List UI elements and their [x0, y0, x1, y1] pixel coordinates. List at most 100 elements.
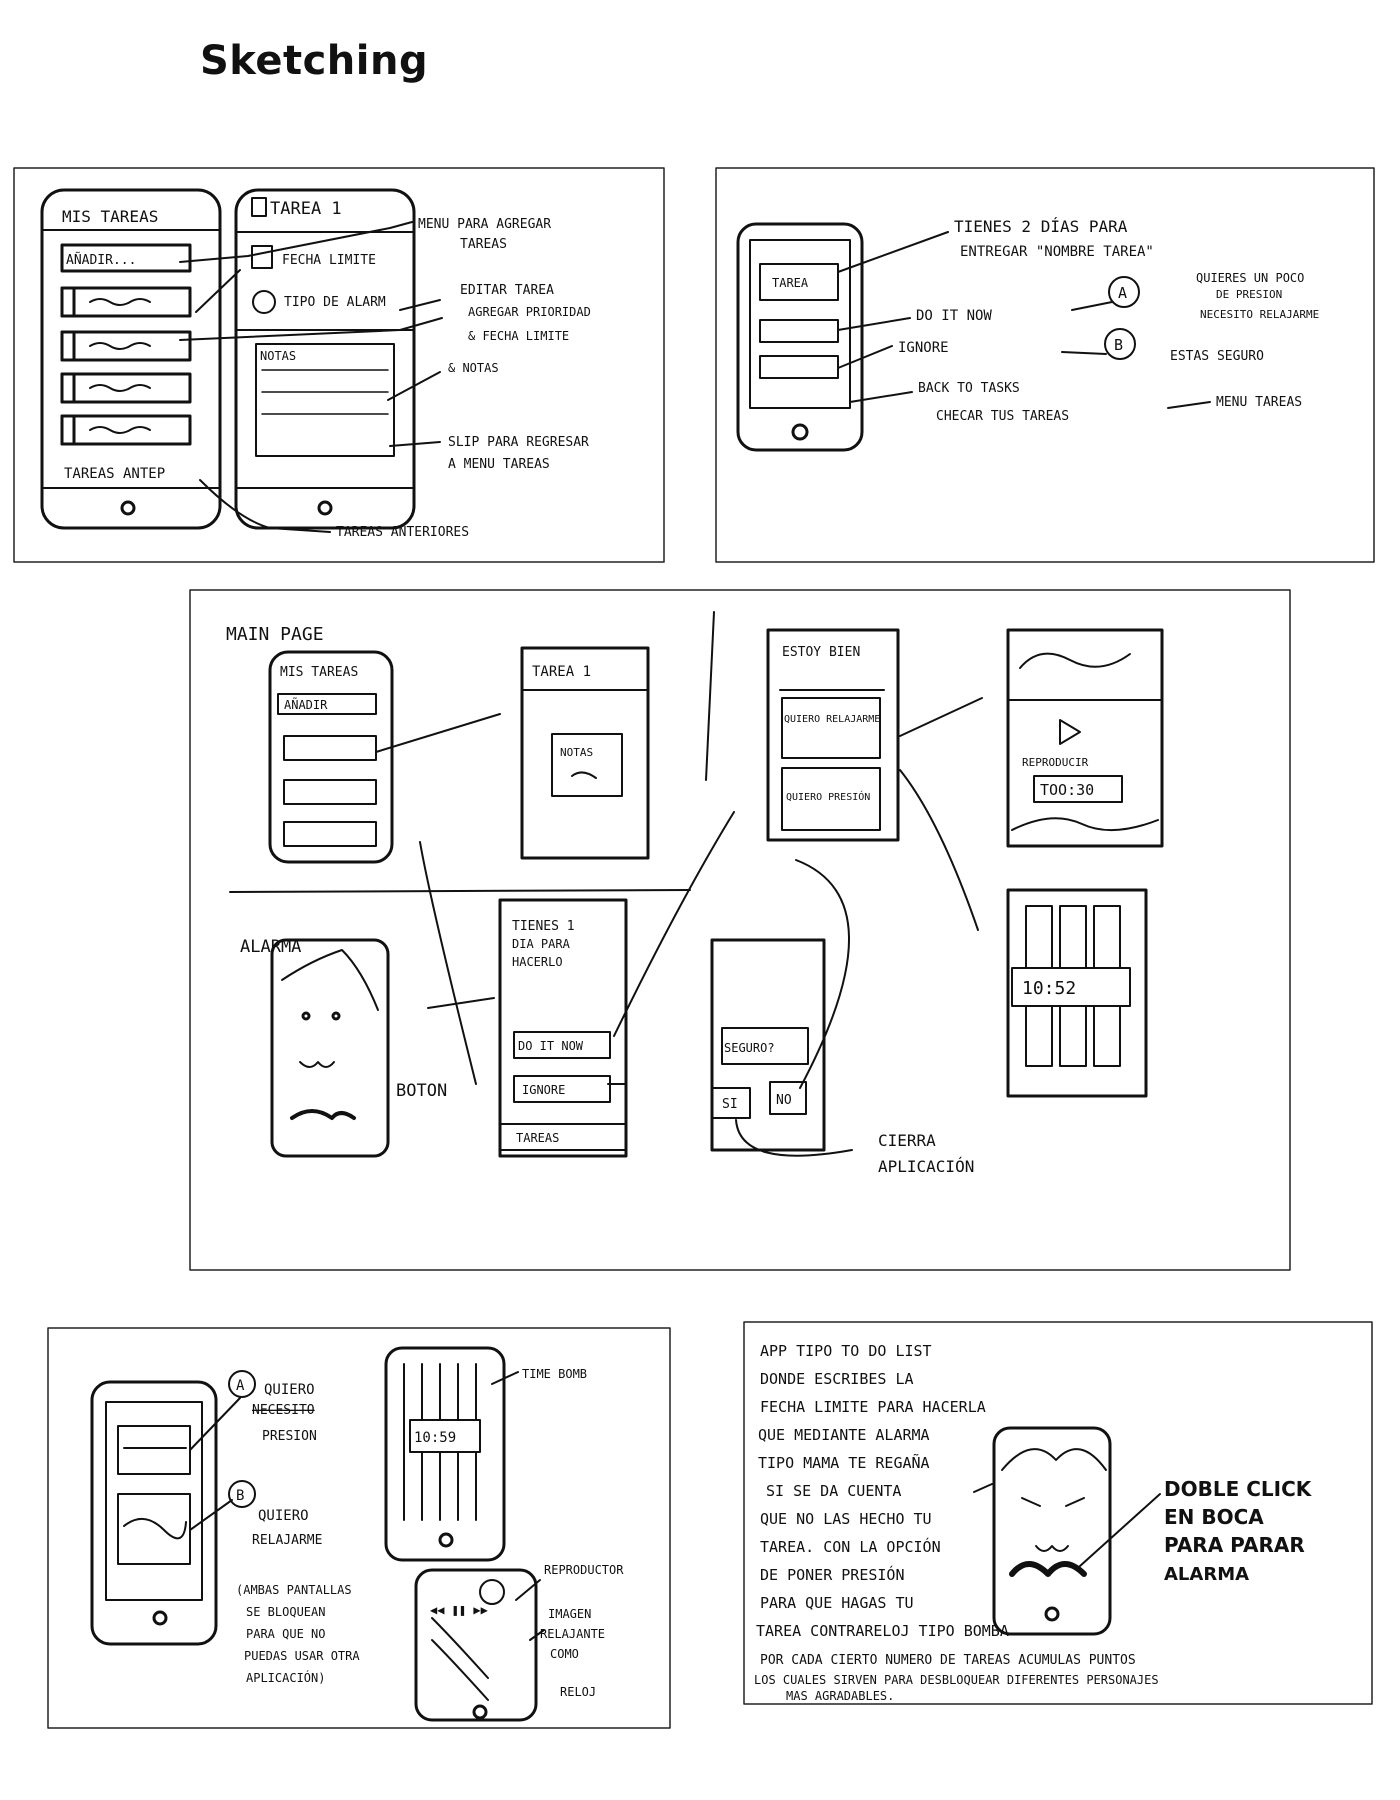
sketch-3-task-notes: NOTAS — [560, 746, 593, 759]
sketch-4-note-l3: PARA QUE NO — [246, 1627, 325, 1641]
sketch-1-annotation-swipe-l2: A MENU TAREAS — [448, 457, 550, 472]
sketch-4-qa-l1: QUIERO — [264, 1382, 315, 1398]
sketch-5-line-1: APP TIPO TO DO LIST — [760, 1342, 932, 1360]
sketch-1-deadline-label: FECHA LIMITE — [282, 253, 376, 268]
sketch-5: APP TIPO TO DO LIST DONDE ESCRIBES LA FE… — [743, 1321, 1373, 1705]
sketch-1-annotation-previous: TAREAS ANTERIORES — [336, 525, 469, 540]
calendar-icon — [251, 245, 273, 269]
sketch-4-badge-b: B — [236, 1488, 244, 1504]
sketch-3-task-header: TAREA 1 — [532, 664, 591, 680]
sketch-3-ignore: IGNORE — [522, 1083, 565, 1097]
sketch-3-main-page-label: MAIN PAGE — [226, 624, 324, 645]
sketch-4-note-l1: (AMBAS PANTALLAS — [236, 1583, 352, 1597]
sketch-4-note-l2: SE BLOQUEAN — [246, 1605, 325, 1619]
sketch-2-note-days-l1: TIENES 2 DÍAS PARA — [954, 217, 1128, 236]
sketch-5-line-14: MAS AGRADABLES. — [786, 1689, 894, 1703]
sketch-5-line-2: DONDE ESCRIBES LA — [760, 1370, 914, 1388]
sketch-4-qa-l3: PRESION — [262, 1429, 317, 1444]
alarm-clock-icon — [252, 290, 276, 314]
sketch-1-annotation-edit-l1: EDITAR TAREA — [460, 283, 554, 298]
sketch-2-note-back-l2: CHECAR TUS TAREAS — [936, 409, 1069, 424]
sketch-1-annotation-menu-l1: MENU PARA AGREGAR — [418, 217, 551, 232]
sketch-4: A B QUIERO NECESITO PRESION QUIERO RELAJ… — [47, 1327, 671, 1729]
sketch-2-note-back-l1: BACK TO TASKS — [918, 381, 1020, 396]
sketch-4-qa-l2: NECESITO — [252, 1403, 315, 1418]
sketch-5-line-8: TAREA. CON LA OPCIÓN — [760, 1537, 941, 1556]
sketch-1-annotation-menu-l2: TAREAS — [460, 237, 507, 252]
sketch-5-callout-l3: PARA PARAR — [1164, 1533, 1305, 1557]
sketch-4-reproductor: REPRODUCTOR — [544, 1563, 624, 1577]
phone-outline — [234, 188, 416, 530]
sketch-1-screen2-header: TAREA 1 — [270, 199, 342, 219]
sketch-4-img-l2: RELAJANTE — [540, 1627, 605, 1641]
notes-box — [255, 343, 395, 457]
sketch-2-screen-label: TAREA — [772, 276, 809, 290]
sketch-4-img-l1: IMAGEN — [548, 1607, 591, 1621]
sketch-5-paper — [743, 1321, 1373, 1705]
sketch-3-notice-l3: HACERLO — [512, 955, 563, 969]
sketch-1: MIS TAREAS AÑADIR... TAREAS ANTEP TAREA … — [13, 167, 665, 563]
sketch-3-paper — [189, 589, 1291, 1271]
sketch-3-choice-pressure: QUIERO PRESIÓN — [786, 790, 870, 803]
sketch-4-note-l5: APLICACIÓN) — [246, 1670, 325, 1685]
sketch-5-callout-l2: EN BOCA — [1164, 1505, 1264, 1529]
sketch-3-notice-l1: TIENES 1 — [512, 919, 575, 934]
sketch-5-line-9: DE PONER PRESIÓN — [760, 1565, 905, 1584]
sketch-3-bomb-time: 10:52 — [1022, 978, 1076, 999]
sketch-5-line-10: PARA QUE HAGAS TU — [760, 1594, 914, 1612]
sketch-3-choice-relax: QUIERO RELAJARME — [784, 714, 880, 725]
sketch-3-seguro: SEGURO? — [724, 1041, 775, 1055]
sketch-4-reloj: RELOJ — [560, 1685, 596, 1699]
sketch-4-note-l4: PUEDAS USAR OTRA — [244, 1649, 360, 1663]
sketch-3-notice-l2: DIA PARA — [512, 937, 571, 951]
sketch-3-alarma-label: ALARMA — [240, 937, 301, 957]
sketch-2-note-ignore: IGNORE — [898, 340, 949, 356]
sketch-2-note-menu: MENU TAREAS — [1216, 395, 1302, 410]
sketch-5-line-11: TAREA CONTRARELOJ TIPO BOMBA — [756, 1622, 1009, 1640]
sketch-5-callout-l1: DOBLE CLICK — [1164, 1477, 1313, 1501]
sketch-3-main-header: MIS TAREAS — [280, 665, 358, 680]
sketch-1-screen1-header: MIS TAREAS — [62, 207, 158, 226]
sketch-5-line-13: LOS CUALES SIRVEN PARA DESBLOQUEAR DIFER… — [754, 1673, 1159, 1687]
sketch-1-annotation-edit-l3: & FECHA LIMITE — [468, 329, 569, 343]
sketch-1-annotation-edit-l4: & NOTAS — [448, 361, 499, 375]
sketch-2-note-days-l2: ENTREGAR "NOMBRE TAREA" — [960, 244, 1154, 260]
sketch-3-main-add: AÑADIR — [284, 697, 328, 712]
sketch-3-si: SI — [722, 1097, 738, 1112]
sketch-5-line-6: SI SE DA CUENTA — [766, 1482, 901, 1500]
phone-outline — [40, 188, 222, 530]
badge-a — [1108, 276, 1140, 308]
sketch-1-alarm-label: TIPO DE ALARM — [284, 295, 386, 310]
sketch-4-badge-a: A — [236, 1378, 245, 1394]
sketch-3-player-time: TOO:30 — [1040, 781, 1094, 799]
play-icon — [1059, 719, 1081, 745]
sketch-3-doitnow: DO IT NOW — [518, 1039, 584, 1053]
sketch-1-paper — [13, 167, 665, 563]
sketch-5-line-5: TIPO MAMA TE REGAÑA — [758, 1453, 930, 1472]
sketch-3: MAIN PAGE MIS TAREAS AÑADIR TAREA 1 NOTA… — [189, 589, 1291, 1271]
phone-outline — [736, 222, 864, 452]
sketch-1-annotation-edit-l2: AGREGAR PRIORIDAD — [468, 305, 591, 319]
sketch-5-line-4: QUE MEDIANTE ALARMA — [758, 1426, 930, 1444]
sketch-3-player-label: REPRODUCIR — [1022, 756, 1089, 769]
sketch-3-choice-header: ESTOY BIEN — [782, 645, 860, 660]
sketch-1-notes-label: NOTAS — [260, 349, 296, 363]
sketch-2-badge-b: B — [1114, 336, 1123, 354]
sketch-4-qb-l2: RELAJARME — [252, 1533, 322, 1548]
badge-b — [1104, 328, 1136, 360]
sketch-3-close-l1: CIERRA — [878, 1131, 936, 1150]
sketch-1-footer-label: TAREAS ANTEP — [64, 466, 165, 482]
sketch-5-line-3: FECHA LIMITE PARA HACERLA — [760, 1398, 986, 1416]
sketch-4-img-l3: COMO — [550, 1647, 579, 1661]
add-task-box — [60, 243, 192, 273]
sketch-2-option-a-l3: NECESITO RELAJARME — [1200, 308, 1319, 321]
sketch-2-option-a-l1: QUIERES UN POCO — [1196, 271, 1304, 285]
sun-icon — [479, 1579, 505, 1605]
sketch-2-option-a-l2: DE PRESION — [1216, 288, 1282, 301]
sketch-4-bomb-time: 10:59 — [414, 1430, 456, 1446]
sketch-4-qb-l1: QUIERO — [258, 1508, 309, 1524]
sketch-1-annotation-swipe-l1: SLIP PARA REGRESAR — [448, 435, 589, 450]
sketch-5-line-7: QUE NO LAS HECHO TU — [760, 1510, 932, 1528]
sketch-3-tareas: TAREAS — [516, 1131, 559, 1145]
